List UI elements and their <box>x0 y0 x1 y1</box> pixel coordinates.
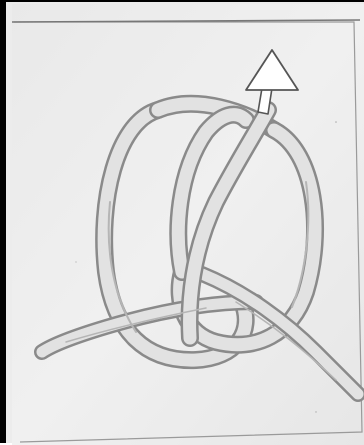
knot-drawing <box>6 2 364 445</box>
